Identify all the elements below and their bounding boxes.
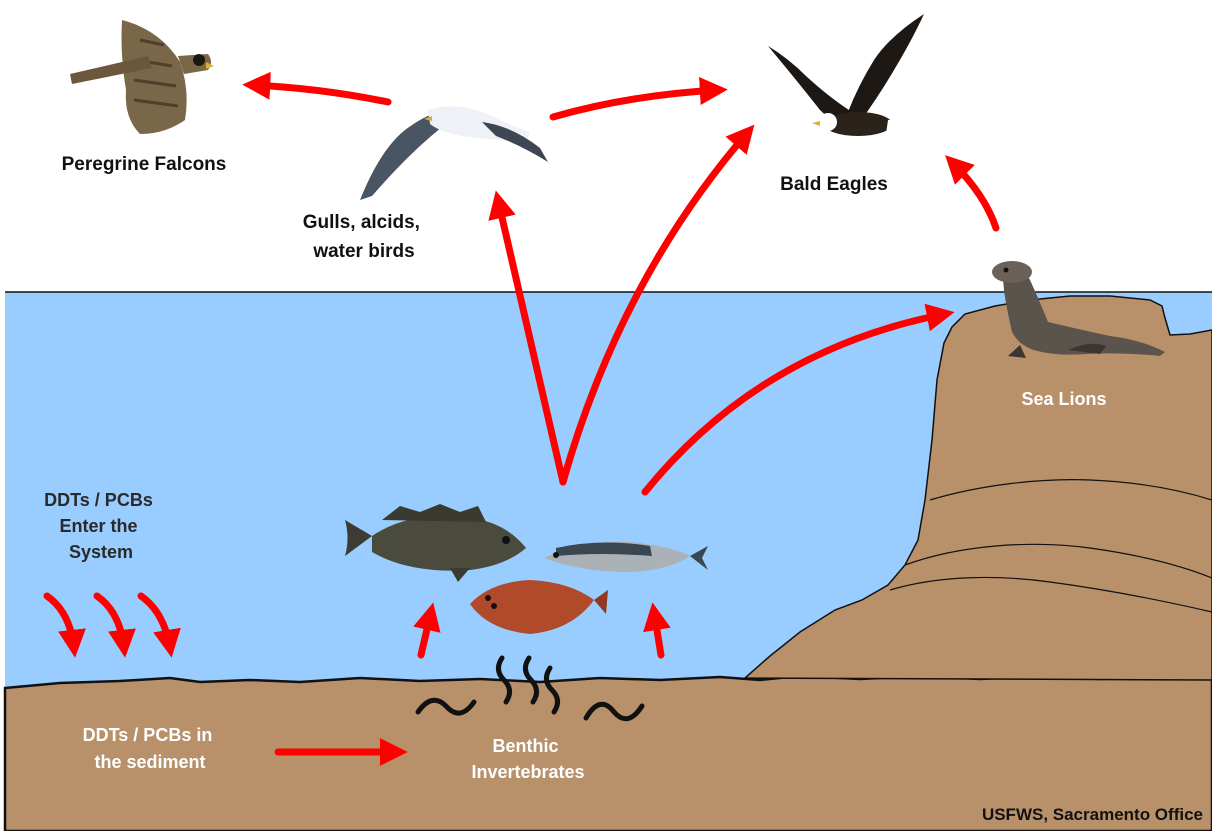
label-sea-lions: Sea Lions (1021, 389, 1106, 409)
label-peregrine-falcons: Peregrine Falcons (62, 154, 227, 175)
sky-area (0, 0, 1212, 292)
label-bald-eagles: Bald Eagles (780, 174, 888, 195)
credit-text: USFWS, Sacramento Office (982, 805, 1203, 824)
